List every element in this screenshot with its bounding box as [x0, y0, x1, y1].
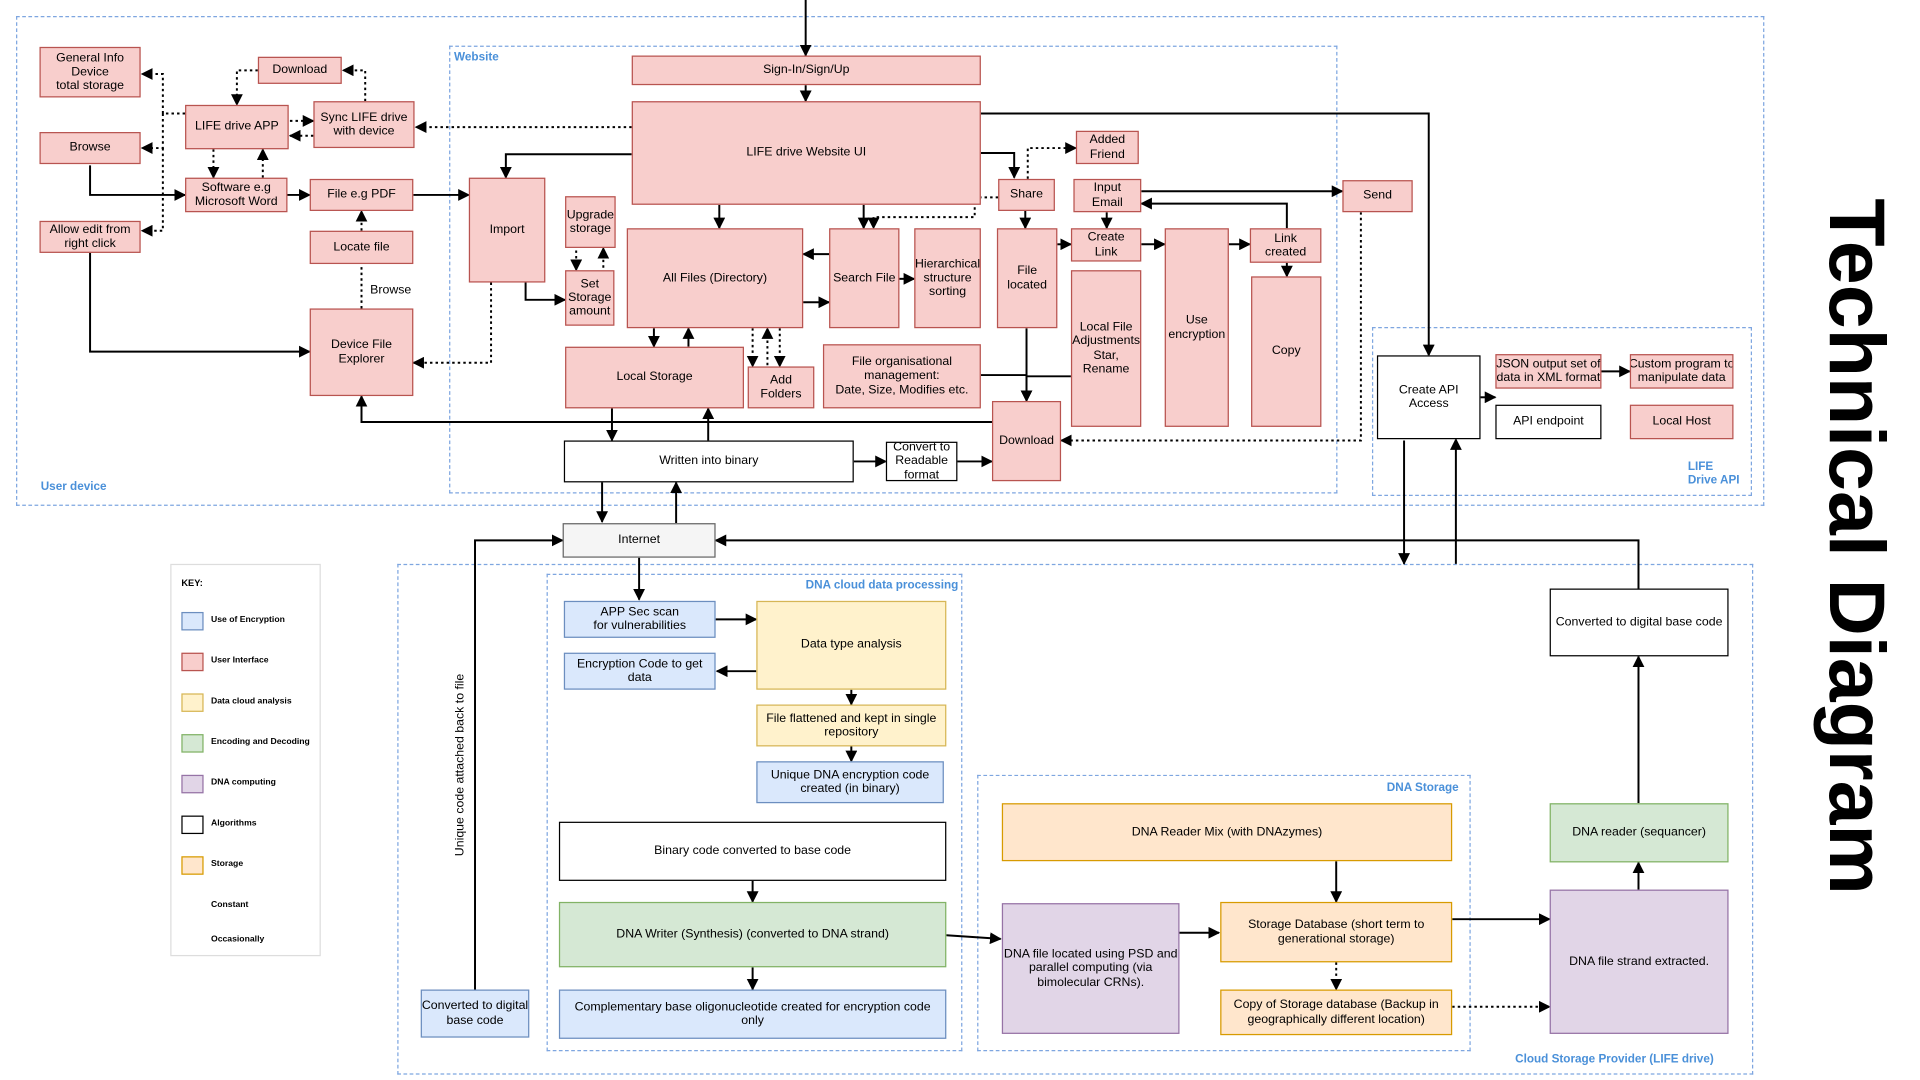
dna-reader-node[interactable]: DNA reader (sequancer)	[1549, 803, 1729, 863]
signin-node[interactable]: Sign-In/Sign/Up	[631, 55, 981, 86]
binary-base-node[interactable]: Binary code converted to base code	[558, 821, 947, 881]
send-node[interactable]: Send	[1342, 180, 1413, 213]
file-org-node[interactable]: File organisational management: Date, Si…	[822, 344, 981, 409]
legend-occasionally-label: Occasionally	[210, 935, 265, 944]
file-located-node[interactable]: File located	[996, 228, 1058, 329]
legend-swatch	[181, 815, 204, 835]
convert-readable-node[interactable]: Convert to Readable format	[885, 441, 958, 482]
dna-cloud-group	[546, 573, 963, 1052]
upgrade-storage-node[interactable]: Upgrade storage	[565, 196, 616, 248]
download-top-node[interactable]: Download	[257, 56, 342, 84]
legend-swatch	[181, 856, 204, 875]
converted-digital-left-node[interactable]: Converted to digital base code	[420, 989, 530, 1038]
software-node[interactable]: Software e.g Microsoft Word	[185, 177, 288, 213]
written-binary-node[interactable]: Written into binary	[563, 440, 854, 483]
custom-program-node[interactable]: Custom program to manipulate data	[1629, 354, 1734, 389]
allow-edit-node[interactable]: Allow edit from right click	[39, 220, 141, 253]
dna-storage-group	[977, 774, 1471, 1052]
api-endpoint-node[interactable]: API endpoint	[1495, 404, 1602, 440]
hierarchical-node[interactable]: Hierarchical structure sorting	[914, 228, 981, 329]
cloud-label: Cloud Storage Provider (LIFE drive)	[1515, 1052, 1714, 1067]
import-node[interactable]: Import	[468, 177, 546, 283]
storage-db-node[interactable]: Storage Database (short term to generati…	[1220, 901, 1453, 963]
sync-node[interactable]: Sync LIFE drive with device	[313, 101, 415, 149]
strand-extracted-node[interactable]: DNA file strand extracted.	[1549, 889, 1729, 1034]
dna-cloud-label: DNA cloud data processing	[805, 578, 959, 593]
general-info-node[interactable]: General Info Device total storage	[39, 46, 141, 98]
use-encryption-node[interactable]: Use encryption	[1164, 228, 1229, 427]
create-link-node[interactable]: Create Link	[1070, 228, 1142, 262]
legend-label: Data cloud analysis	[210, 697, 292, 706]
json-output-node[interactable]: JSON output set of data in XML format	[1495, 354, 1602, 389]
legend-label: Algorithms	[210, 819, 257, 828]
add-folders-node[interactable]: Add Folders	[747, 366, 815, 409]
diagram-title-text: Technical Diagram	[1812, 198, 1902, 895]
download-mid-node[interactable]: Download	[991, 400, 1062, 482]
constant-arrows	[89, 0, 1645, 991]
legend-label: Encoding and Decoding	[210, 737, 310, 747]
local-adjustments-node[interactable]: Local File Adjustments Star, Rename	[1070, 270, 1142, 427]
diagram-title: Technical Diagram	[1795, 121, 1918, 972]
flattened-node[interactable]: File flattened and kept in single reposi…	[756, 704, 947, 747]
legend-label: Storage	[210, 859, 244, 869]
legend-swatch	[181, 652, 204, 672]
legend-label: Use of Encryption	[210, 615, 285, 625]
reader-mix-node[interactable]: DNA Reader Mix (with DNAzymes)	[1001, 803, 1453, 862]
legend-swatch	[181, 693, 204, 712]
unique-dna-node[interactable]: Unique DNA encryption code created (in b…	[756, 761, 944, 804]
legend-swatch	[181, 774, 204, 794]
input-email-node[interactable]: Input Email	[1073, 178, 1142, 213]
dna-writer-node[interactable]: DNA Writer (Synthesis) (converted to DNA…	[558, 901, 947, 968]
local-host-node[interactable]: Local Host	[1629, 404, 1734, 440]
added-friend-node[interactable]: Added Friend	[1075, 130, 1139, 165]
browse-node[interactable]: Browse	[39, 132, 141, 165]
converted-digital-right-node[interactable]: Converted to digital base code	[1549, 588, 1729, 657]
device-explorer-node[interactable]: Device File Explorer	[309, 308, 414, 397]
set-storage-node[interactable]: Set Storage amount	[565, 270, 615, 326]
cloud-group	[397, 563, 1754, 1075]
legend-label: User Interface	[210, 656, 269, 666]
website-label: Website	[454, 50, 499, 65]
data-type-node[interactable]: Data type analysis	[756, 600, 947, 690]
file-pdf-node[interactable]: File e.g PDF	[309, 178, 414, 211]
complementary-node[interactable]: Complementary base oligonucleotide creat…	[558, 989, 947, 1039]
legend-constant-label: Constant	[210, 900, 249, 910]
share-node[interactable]: Share	[998, 178, 1055, 211]
link-created-node[interactable]: Link created	[1249, 228, 1322, 263]
user-device-group	[16, 16, 1765, 506]
unique-code-label: Unique code attached back to file	[453, 673, 467, 857]
locate-file-node[interactable]: Locate file	[309, 230, 414, 265]
all-files-node[interactable]: All Files (Directory)	[626, 228, 804, 329]
legend-title: KEY:	[181, 577, 203, 589]
local-storage-node[interactable]: Local Storage	[565, 346, 744, 409]
legend-label: DNA computing	[210, 778, 276, 788]
create-api-node[interactable]: Create API Access	[1376, 355, 1481, 440]
internet-node[interactable]: Internet	[562, 523, 716, 558]
user-device-label: User device	[40, 479, 107, 494]
search-file-node[interactable]: Search File	[829, 228, 900, 329]
app-sec-node[interactable]: APP Sec scan for vulnerabilities	[563, 600, 716, 638]
copy-db-node[interactable]: Copy of Storage database (Backup in geog…	[1220, 989, 1453, 1036]
website-group	[449, 45, 1338, 494]
website-ui-node[interactable]: LIFE drive Website UI	[631, 101, 981, 205]
legend-swatch	[181, 611, 204, 631]
dna-storage-label: DNA Storage	[1386, 780, 1459, 795]
browse-label: Browse	[370, 283, 412, 298]
encryption-code-node[interactable]: Encryption Code to get data	[563, 652, 716, 690]
life-drive-app-node[interactable]: LIFE drive APP	[185, 104, 289, 150]
copy-node[interactable]: Copy	[1251, 276, 1322, 427]
api-label: LIFE Drive API	[1687, 460, 1740, 488]
dna-file-located-node[interactable]: DNA file located using PSD and parallel …	[1001, 903, 1180, 1034]
api-group	[1371, 326, 1752, 496]
legend-swatch	[181, 734, 204, 753]
